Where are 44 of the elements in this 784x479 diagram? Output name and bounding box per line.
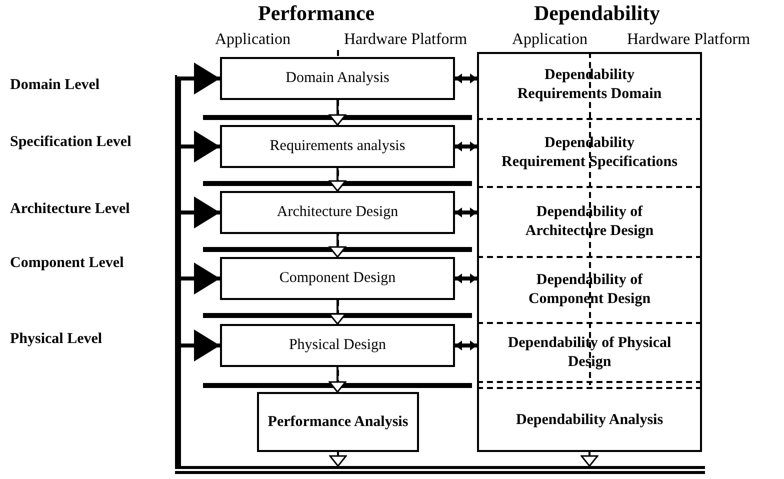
flow-arrow xyxy=(328,234,346,258)
flow-arrow xyxy=(328,168,346,192)
process-box xyxy=(220,57,455,100)
column-subheading: Hardware Platform xyxy=(627,30,750,50)
column-heading: Performance xyxy=(258,0,375,26)
node-text: Dependability of Physical Design xyxy=(506,334,672,372)
double-arrow xyxy=(455,340,477,350)
double-arrow xyxy=(455,74,477,84)
dependability-box xyxy=(477,52,702,452)
process-box xyxy=(220,257,455,300)
column-subheading: Application xyxy=(512,30,588,50)
node-text: Component Design xyxy=(279,269,396,288)
node-text: Requirements analysis xyxy=(270,137,406,156)
level-label: Architecture Level xyxy=(10,200,130,219)
column-subheading: Hardware Platform xyxy=(344,30,468,50)
level-label: Physical Level xyxy=(10,330,102,349)
double-arrow xyxy=(455,274,477,284)
level-label: Domain Level xyxy=(10,76,100,95)
process-box xyxy=(257,392,419,452)
node-text: Performance Analysis xyxy=(268,412,408,432)
process-box xyxy=(220,125,455,168)
dependability-band xyxy=(477,322,702,383)
node-text: Dependability Requirements Domain xyxy=(516,66,663,104)
column-subheading: Application xyxy=(215,30,291,50)
flow-arrow xyxy=(328,300,346,325)
node-text: Physical Design xyxy=(288,336,386,355)
process-box xyxy=(220,324,455,367)
flow-arrow xyxy=(329,452,347,467)
double-arrow xyxy=(455,208,477,218)
node-text: Domain Analysis xyxy=(286,69,390,88)
column-heading: Dependability xyxy=(534,0,660,26)
process-box xyxy=(220,191,455,234)
level-label: Component Level xyxy=(10,254,124,273)
flow-arrow xyxy=(580,452,598,467)
double-arrow xyxy=(455,142,477,152)
node-text: Architecture Design xyxy=(276,203,398,222)
flow-arrow xyxy=(328,100,346,126)
base-bar xyxy=(175,466,705,474)
flow-arrow xyxy=(328,367,346,393)
node-text: Dependability Analysis xyxy=(516,411,664,430)
node-text: Dependability of Component Design xyxy=(527,271,652,309)
node-text: Dependability of Architecture Design xyxy=(524,203,655,241)
level-label: Specification Level xyxy=(10,133,132,152)
node-text: Dependability Requirement Specifications xyxy=(501,134,678,172)
